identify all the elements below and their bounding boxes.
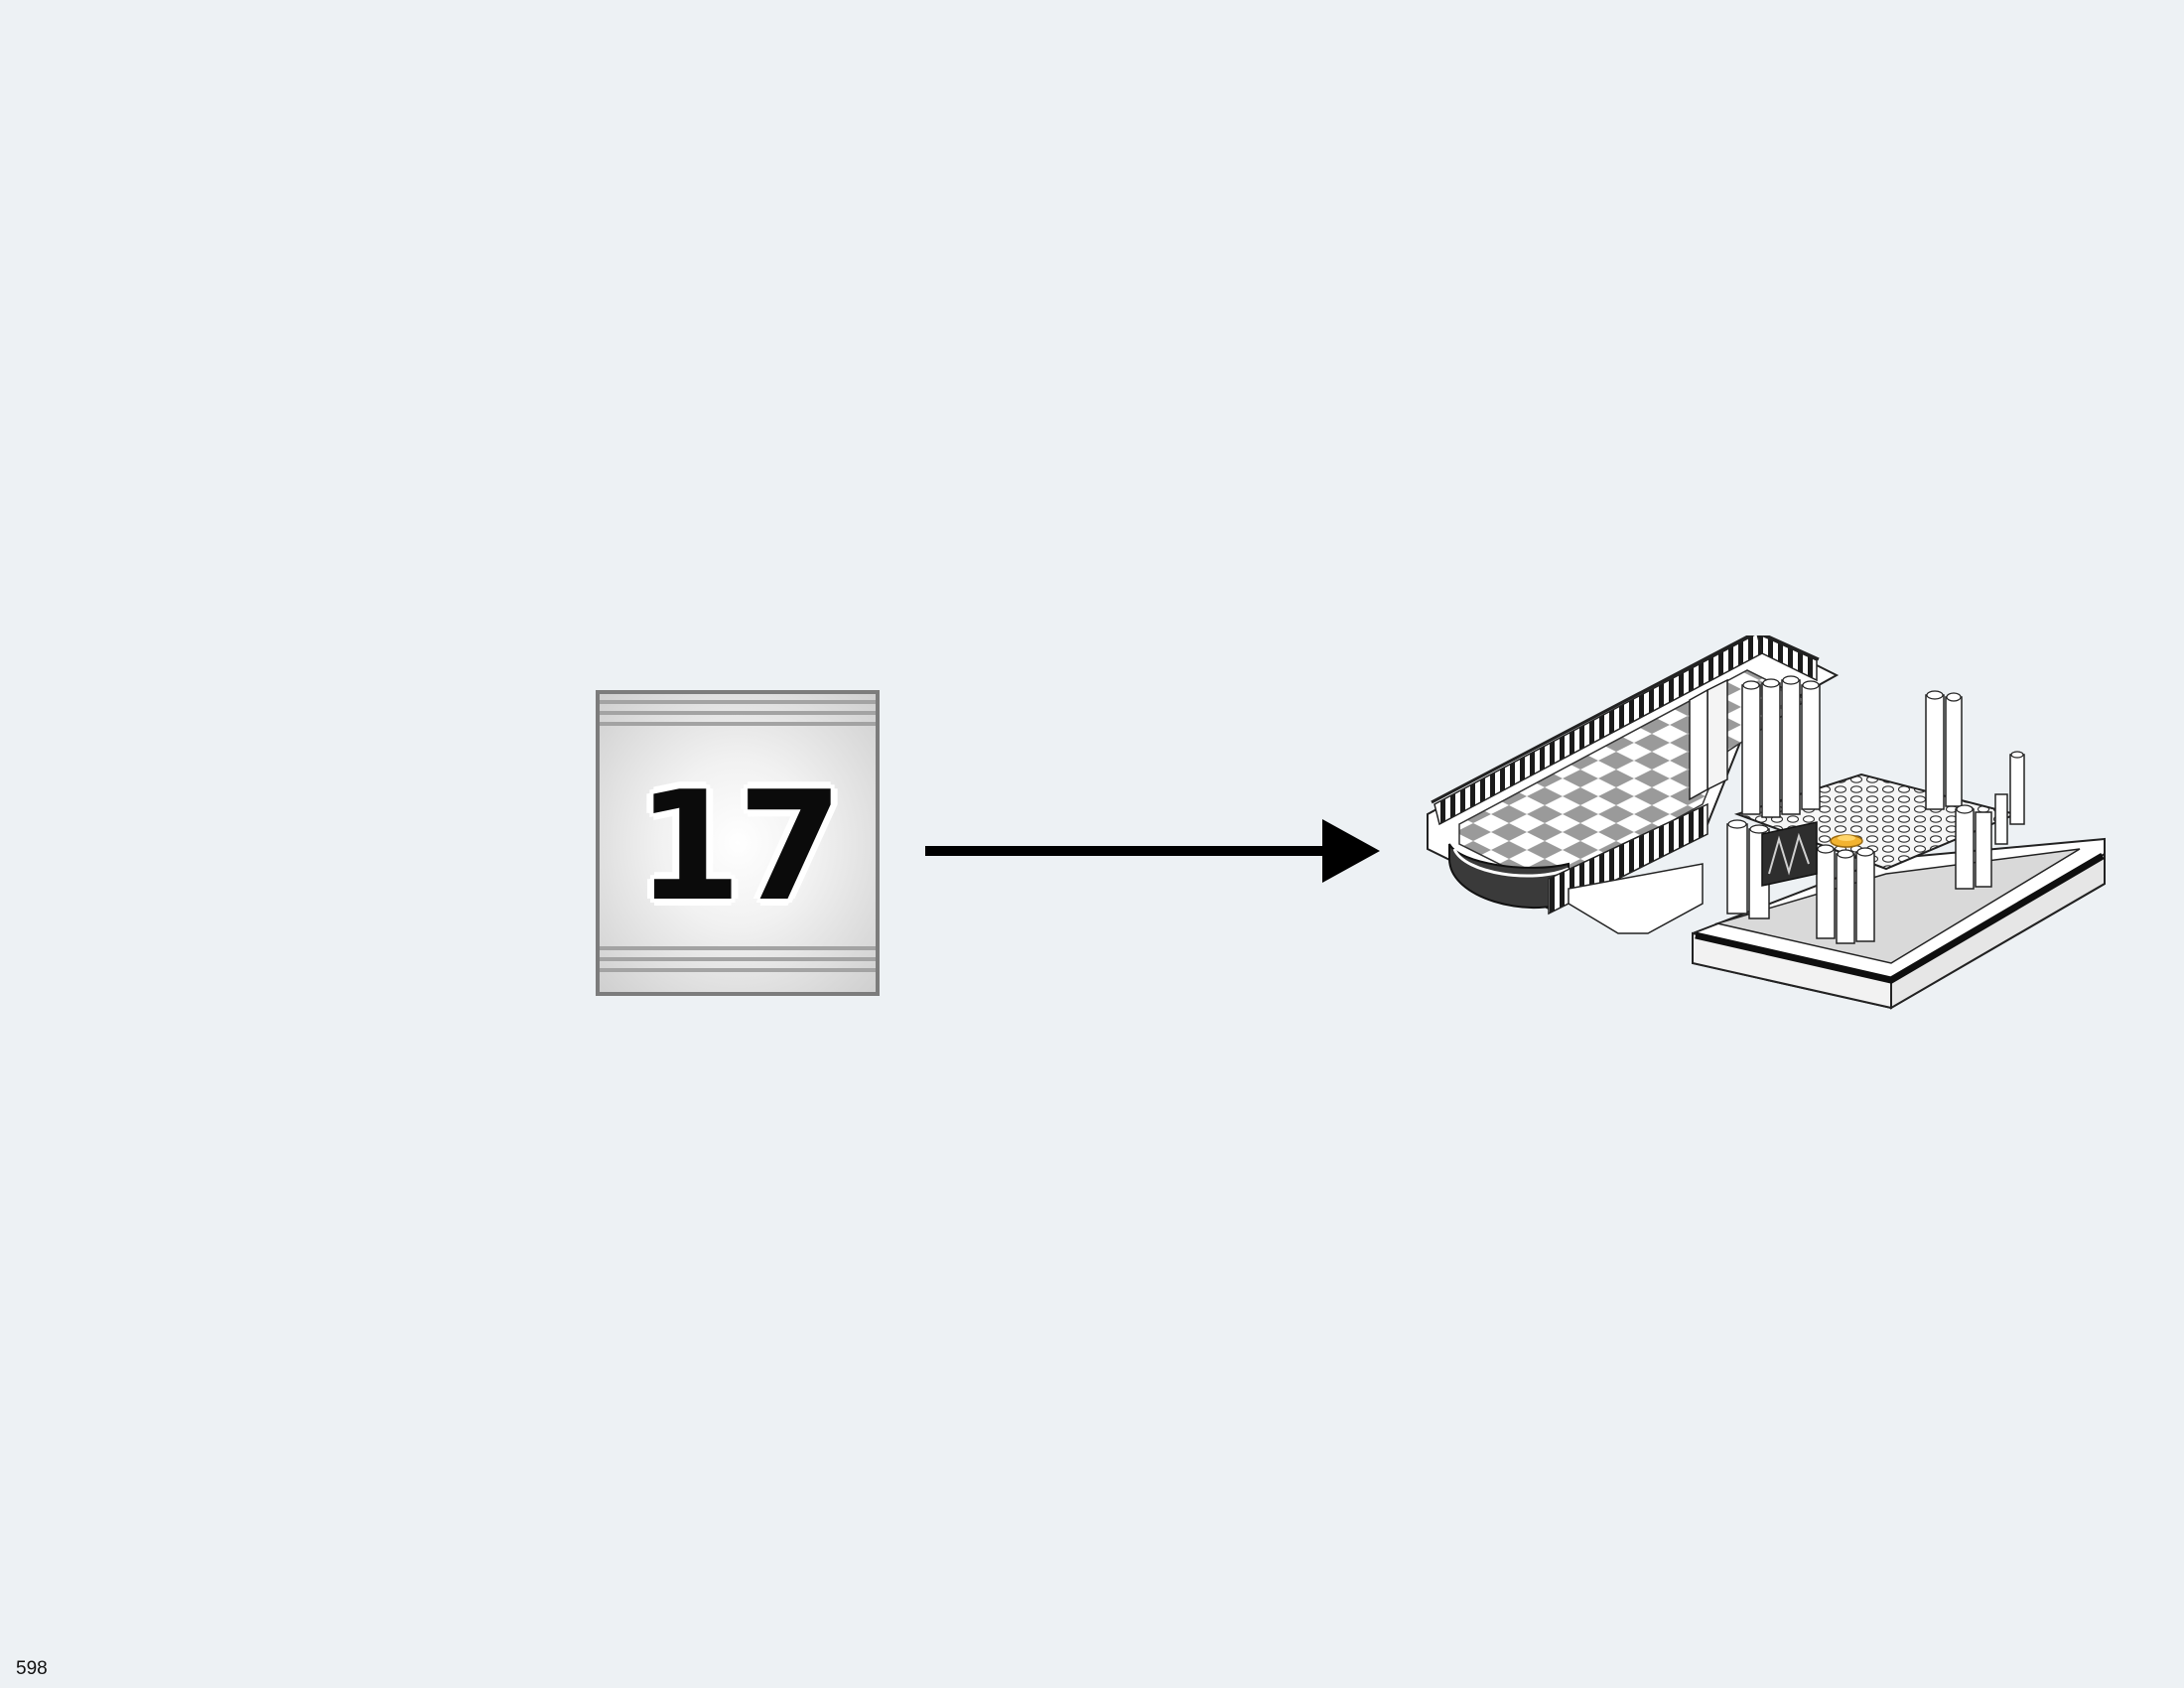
right-arrow-icon — [925, 819, 1380, 883]
page-number: 598 — [16, 1658, 48, 1679]
bag-number: 17 — [636, 759, 843, 934]
built-model-illustration — [1427, 635, 2106, 1010]
bag-bottom-seal — [600, 946, 876, 986]
numbered-parts-bag-icon: 17 — [596, 690, 880, 996]
bag-top-seal — [600, 700, 876, 740]
